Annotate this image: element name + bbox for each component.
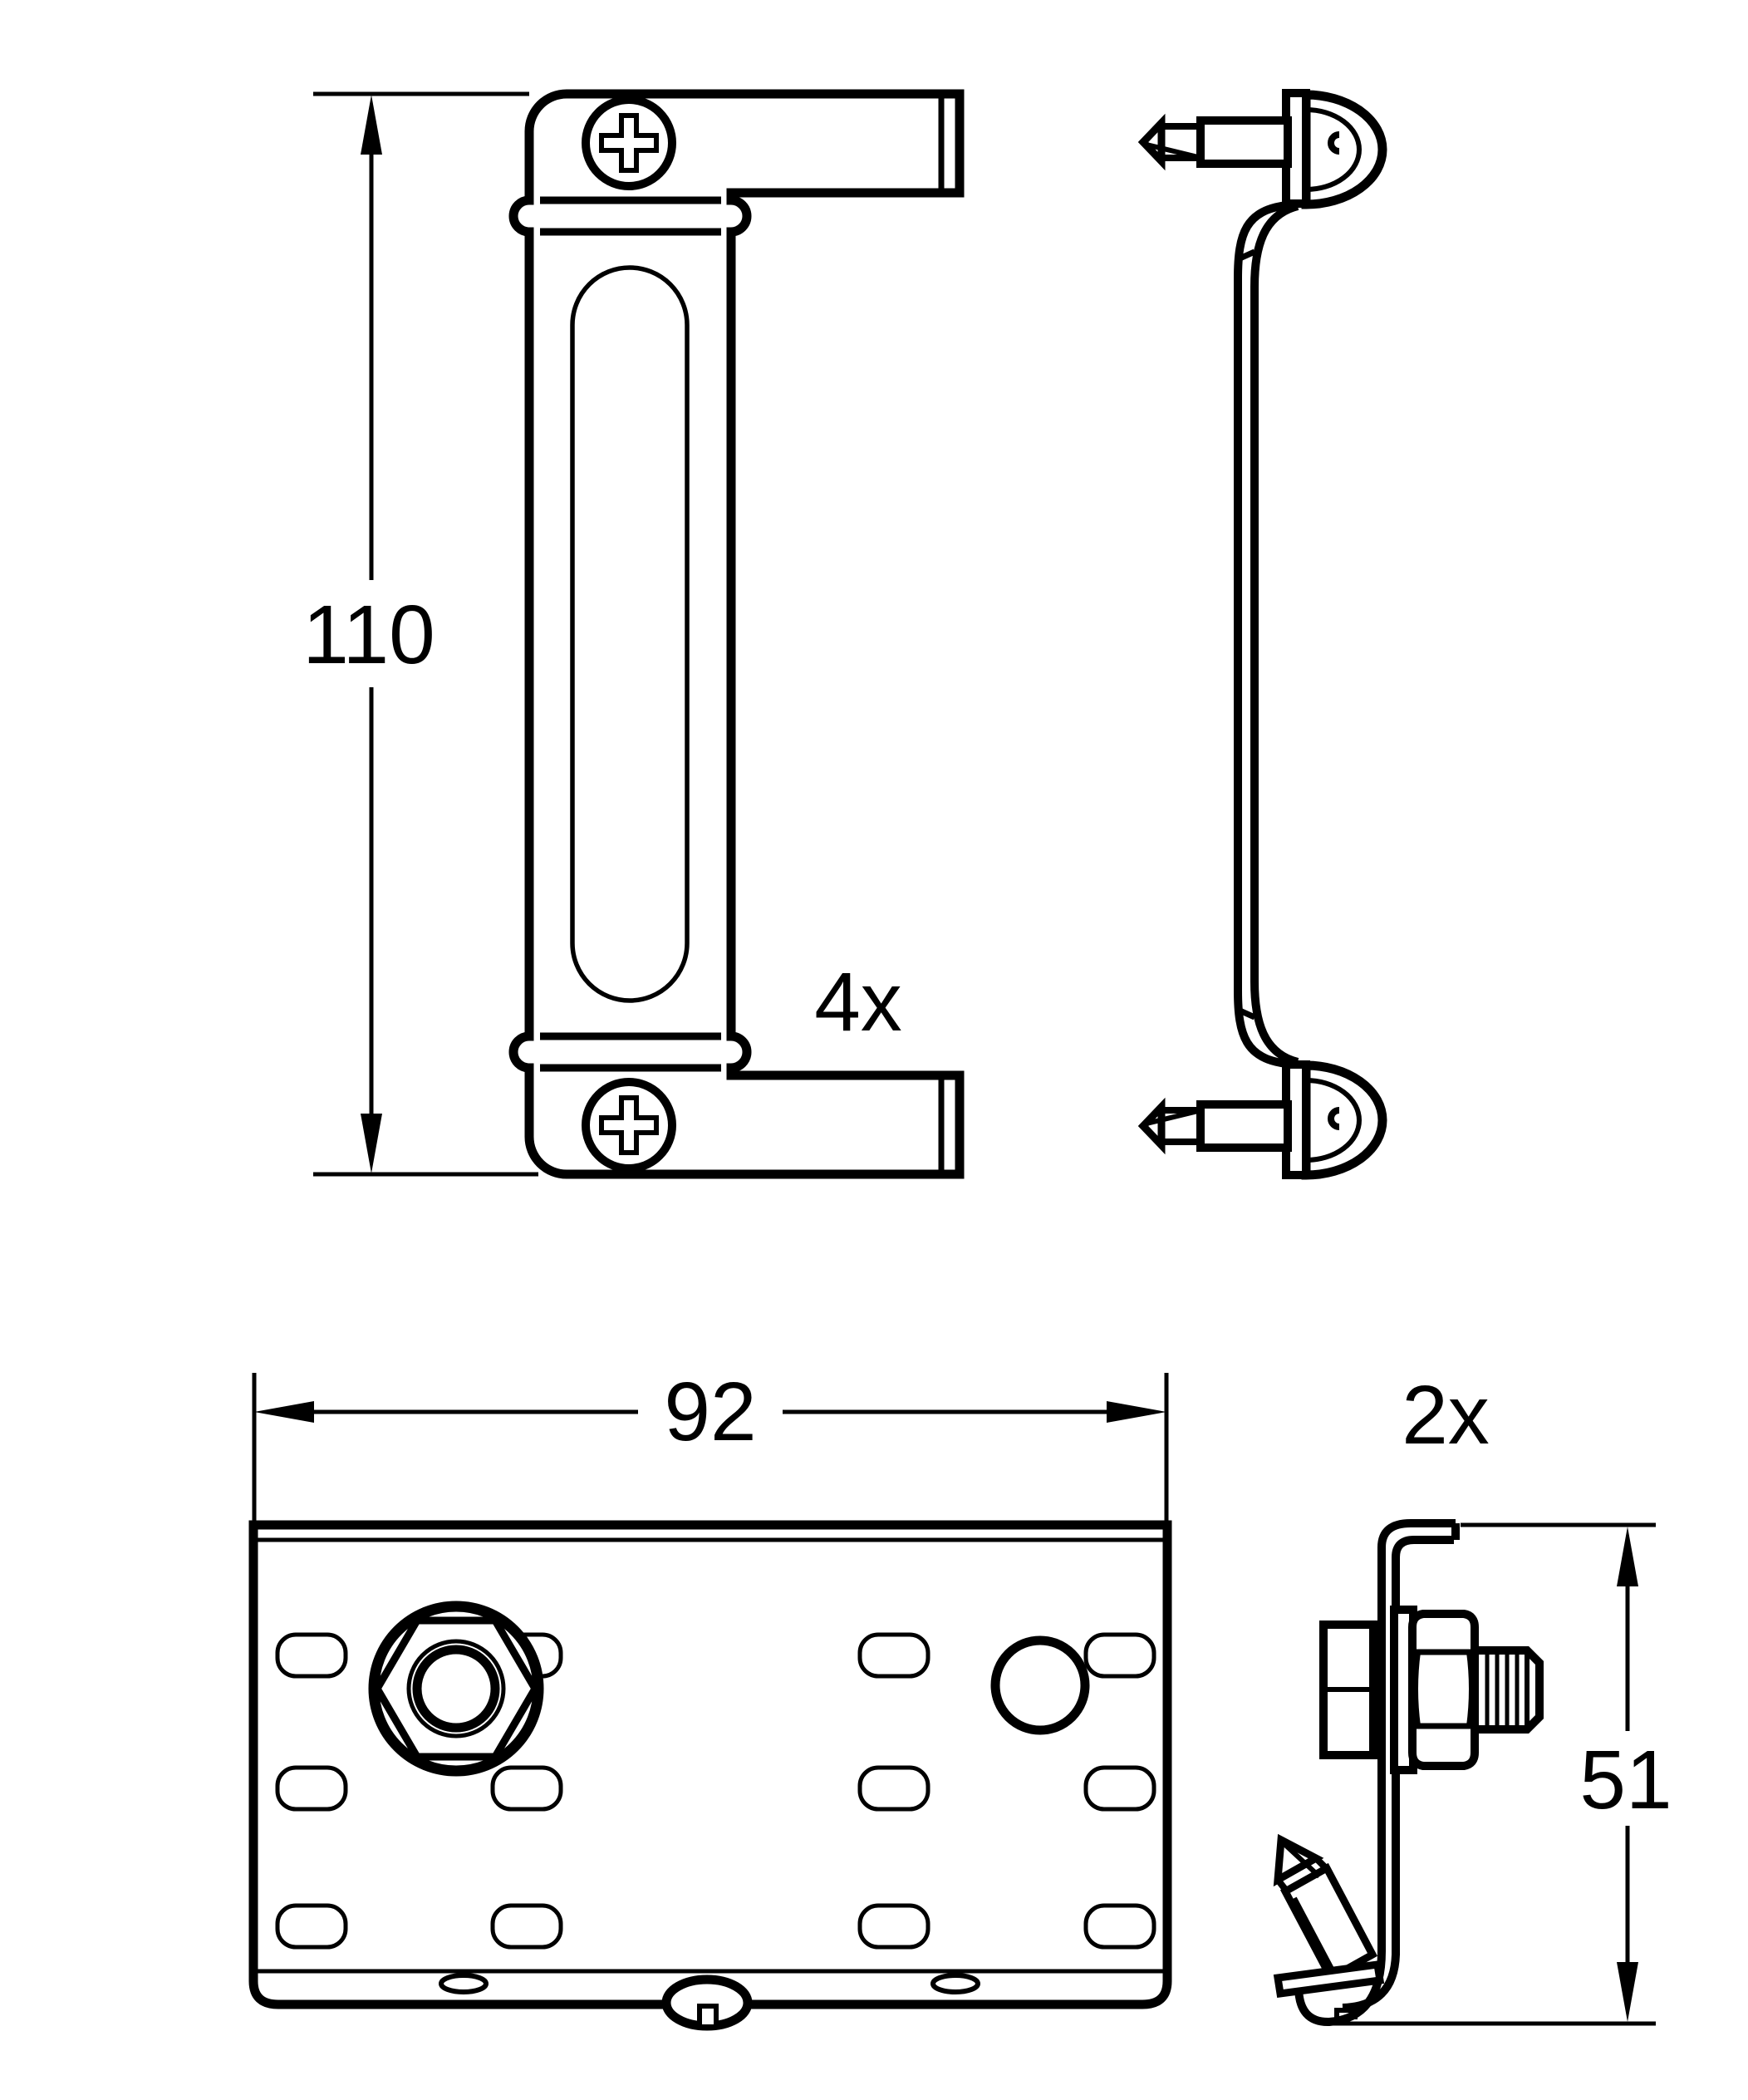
arrowhead-down-icon xyxy=(1617,1962,1638,2022)
bottom-screw-body xyxy=(1196,1100,1292,1152)
phillips-cross-icon xyxy=(599,1095,659,1155)
slot-r3c2 xyxy=(490,1903,563,1950)
slot-r1c4 xyxy=(1083,1632,1156,1679)
top-dome-notch xyxy=(1328,131,1340,155)
flange-nut xyxy=(368,1601,544,1777)
bottom-screw-tip-detail xyxy=(1146,1109,1199,1126)
top-screw-tip-icon xyxy=(1137,113,1166,171)
top-dome-head xyxy=(1301,90,1387,209)
anchor-body xyxy=(1279,1862,1378,1984)
anchor-tip-detail xyxy=(1282,1842,1322,1879)
nut-flange-circle xyxy=(368,1601,544,1777)
bottom-screw-tip-icon xyxy=(1137,1097,1166,1155)
arrowhead-up-icon xyxy=(361,95,382,155)
top-dome-inner-arc xyxy=(1305,107,1362,192)
strip-inner-line xyxy=(1250,202,1299,1066)
slot-r2c3 xyxy=(857,1765,930,1812)
top-screw-body xyxy=(1196,116,1292,168)
strip-bend-tick-bottom xyxy=(1236,1006,1256,1020)
nut-side xyxy=(1408,1610,1479,1770)
side-view-wall-bracket xyxy=(1137,89,1387,1180)
flange-slot-right xyxy=(930,1973,980,1994)
bottom-dome-inner-arc xyxy=(1305,1078,1362,1163)
leg-inner-line xyxy=(1342,1536,1454,2012)
nut-facet-arc-left xyxy=(1413,1651,1421,1727)
phillips-cross-icon xyxy=(599,113,659,173)
strip-outer-line xyxy=(1234,201,1288,1068)
slot-r2c4 xyxy=(1083,1765,1156,1812)
wall-anchor xyxy=(1273,1833,1385,1999)
slot-r2c2 xyxy=(490,1765,563,1812)
foot-notch xyxy=(1334,2008,1358,2020)
dimension-110: 110 xyxy=(302,91,538,1177)
quantity-4x-label: 4x xyxy=(814,956,902,1049)
top-screw-tip-detail xyxy=(1146,142,1199,160)
slot-grid xyxy=(275,1632,1156,1950)
nut-bore-inner xyxy=(412,1645,500,1733)
bracket-center-slot xyxy=(570,265,690,1003)
bottom-center-tab xyxy=(661,1975,753,2031)
bottom-dome-notch xyxy=(1328,1107,1340,1130)
slot-r3c1 xyxy=(275,1903,348,1950)
anchor-neck-1 xyxy=(1313,1856,1329,1871)
plate-outline xyxy=(248,1520,1172,2009)
dimension-92-label: 92 xyxy=(664,1365,756,1458)
arrowhead-up-icon xyxy=(1617,1527,1638,1586)
front-view-wall-bracket xyxy=(508,89,965,1179)
bolt-assembly xyxy=(1319,1606,1544,1774)
dimension-51-label: 51 xyxy=(1579,1734,1672,1827)
anchor-collar xyxy=(1273,1960,1385,1999)
dimension-92: 92 xyxy=(252,1365,1169,1521)
nut-bore-outer xyxy=(406,1639,506,1739)
dimension-110-label: 110 xyxy=(302,588,435,681)
slot-r1c3 xyxy=(857,1632,930,1679)
arrowhead-left-icon xyxy=(254,1401,314,1423)
bracket-outline xyxy=(508,89,965,1179)
slot-r3c4 xyxy=(1083,1903,1156,1950)
flange-slot-left xyxy=(439,1973,489,1994)
tab-circle xyxy=(661,1975,753,2031)
arrowhead-down-icon xyxy=(361,1114,382,1173)
strip-bend-tick-top xyxy=(1236,248,1256,263)
tab-notch xyxy=(697,2004,719,2024)
dimension-51: 51 xyxy=(1329,1522,1672,2026)
plate-round-hole xyxy=(990,1635,1090,1735)
bottom-screw xyxy=(582,1078,676,1173)
nut-hexagon xyxy=(372,1616,540,1761)
slot-r1c1 xyxy=(275,1632,348,1679)
front-view-mounting-plate xyxy=(248,1520,1172,2031)
slot-r2c1 xyxy=(275,1765,348,1812)
arrowhead-right-icon xyxy=(1107,1401,1166,1423)
quantity-2x-label: 2x xyxy=(1402,1369,1490,1462)
side-view-mounting-plate xyxy=(1273,1519,1544,2027)
top-screw xyxy=(582,96,676,190)
slot-r3c3 xyxy=(857,1903,930,1950)
anchor-neck-2 xyxy=(1274,1877,1290,1894)
bottom-dome-head xyxy=(1301,1060,1387,1180)
